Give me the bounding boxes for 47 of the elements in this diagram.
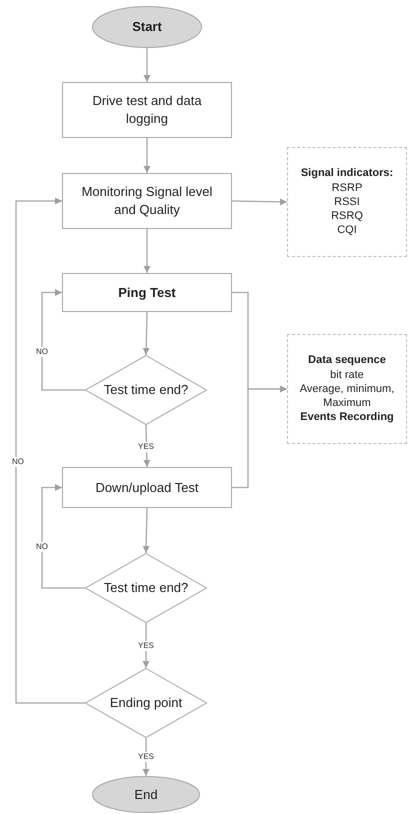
node-text: Average, minimum, Maximum — [298, 382, 396, 410]
edge-label: NO — [35, 347, 49, 357]
arrow — [144, 138, 150, 173]
process-box — [62, 467, 232, 508]
arrow — [144, 48, 150, 82]
decision-diamond — [85, 355, 207, 425]
node-text: Ping Test — [118, 284, 176, 302]
arrow — [142, 508, 150, 554]
edge-label: YES — [137, 641, 155, 651]
node-text: Signal indicators: — [300, 166, 394, 181]
arrow — [142, 312, 150, 356]
arrow — [232, 198, 288, 206]
node-text: RSSI — [334, 194, 360, 210]
arrow — [41, 289, 85, 391]
terminal-ellipse — [92, 776, 200, 813]
process-box — [62, 173, 232, 229]
node-text: bit rate — [330, 368, 364, 382]
decision-diamond — [85, 668, 207, 738]
node-text: Start — [132, 18, 162, 36]
node-text: Test time end? — [104, 579, 188, 597]
edge-label: NO — [35, 542, 49, 552]
process-box — [62, 273, 232, 312]
node-text: RSRP — [332, 180, 362, 195]
arrow — [144, 229, 150, 273]
node-text: Drive test and data logging — [91, 92, 203, 128]
edge-label: YES — [137, 752, 155, 762]
arrow — [15, 198, 85, 704]
node-text: Test time end? — [104, 381, 188, 399]
node-text: Down/upload Test — [95, 478, 199, 496]
edge-label: YES — [137, 442, 155, 452]
decision-diamond — [85, 553, 207, 623]
node-text: Data sequence — [308, 353, 386, 368]
arrow — [41, 484, 85, 589]
arrow — [143, 424, 150, 468]
node-text: Ending point — [110, 694, 182, 712]
process-box — [62, 82, 232, 138]
node-text: CQI — [337, 223, 357, 238]
arrow — [142, 623, 150, 668]
note-box — [287, 147, 407, 257]
node-text: RSRQ — [331, 209, 363, 224]
node-text: End — [134, 786, 158, 804]
arrow — [232, 386, 287, 488]
node-text: Monitoring Signal level and Quality — [80, 183, 214, 219]
terminal-ellipse — [92, 6, 202, 48]
edge-label: NO — [11, 457, 25, 467]
node-text: Events Recording — [300, 410, 394, 425]
note-box — [287, 334, 407, 444]
